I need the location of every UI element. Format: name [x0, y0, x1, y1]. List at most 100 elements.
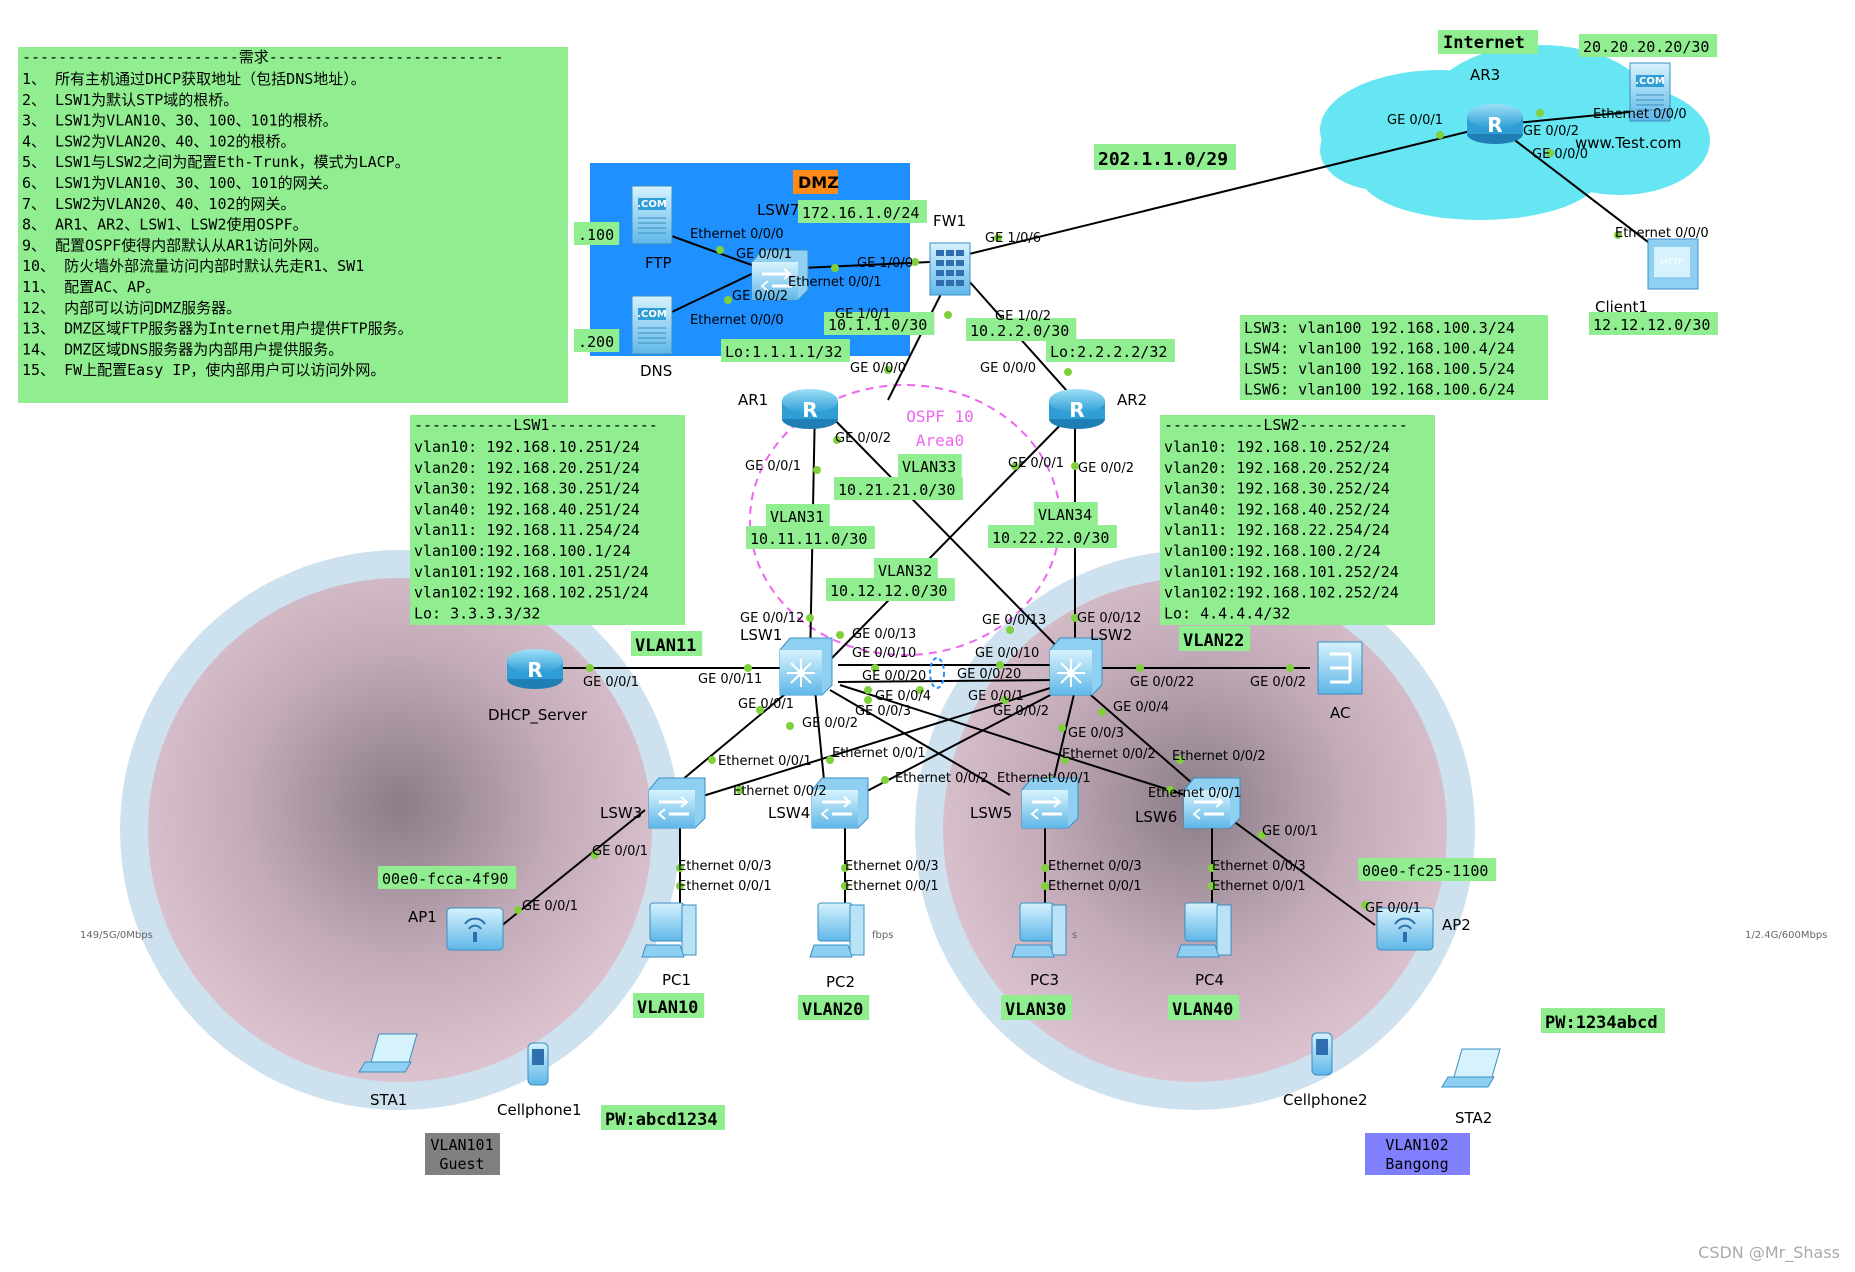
lsw5-switch[interactable]	[1021, 777, 1079, 829]
link-dot	[1071, 614, 1079, 622]
link-dot	[1436, 131, 1444, 139]
requirement-item: 7、 LSW2为VLAN20、40、102的网关。	[22, 195, 296, 213]
lsw2-info-line: vlan20: 192.168.20.252/24	[1164, 459, 1390, 477]
wan-subnet-label-bg	[1094, 144, 1236, 170]
link-dot	[864, 696, 872, 704]
dns-addr-label-bg	[574, 329, 620, 352]
lsw1-info-line: vlan11: 192.168.11.254/24	[414, 521, 640, 539]
link-dot	[1536, 109, 1544, 117]
lsw2-info-line: vlan10: 192.168.10.252/24	[1164, 438, 1390, 456]
fw1-label: FW1	[933, 212, 966, 230]
lsw7-switch[interactable]	[751, 249, 809, 301]
lsw1-info-line: vlan20: 192.168.20.251/24	[414, 459, 640, 477]
port-label-lsw6-eth002: Ethernet 0/0/2	[1172, 749, 1266, 764]
cellphone2[interactable]	[1311, 1032, 1333, 1076]
pc1[interactable]	[641, 902, 697, 958]
link-dot	[1071, 462, 1079, 470]
port-label-lsw1-ge0012: GE 0/0/12	[740, 611, 804, 626]
cellphone1[interactable]	[527, 1042, 549, 1086]
ap2-mac-label-bg	[1358, 858, 1497, 881]
link-dot	[736, 786, 744, 794]
vlan34-net-label: 10.22.22.0/30	[992, 529, 1109, 547]
vlan40-label-bg	[1168, 995, 1240, 1020]
sta2-laptop[interactable]	[1441, 1048, 1501, 1088]
www-server[interactable]: .COM	[1629, 62, 1671, 122]
vlan34-label: VLAN34	[1038, 506, 1092, 524]
link-dot	[836, 631, 844, 639]
lsw4-switch[interactable]	[811, 777, 869, 829]
link-dot	[826, 756, 834, 764]
pw1-label-bg	[601, 1105, 725, 1130]
port-label-lsw2-ge004: GE 0/0/4	[1113, 700, 1169, 715]
dhcp-server-router[interactable]: R	[507, 649, 563, 689]
link-dot	[1208, 882, 1216, 890]
requirement-item: 5、 LSW1与LSW2之间为配置Eth-Trunk，模式为LACP。	[22, 153, 410, 171]
link-dots	[514, 109, 1622, 914]
link-dot	[916, 686, 924, 694]
ftp-server[interactable]: .COM	[631, 185, 673, 245]
fw1-firewall[interactable]	[929, 242, 971, 296]
ap1-mac-label: 00e0-fcca-4f90	[382, 870, 508, 888]
port-label-ar2-ge000: GE 0/0/0	[980, 361, 1036, 376]
internet-subnet-label: 20.20.20.20/30	[1583, 38, 1709, 56]
lsw1-core-switch[interactable]	[779, 637, 833, 696]
link-dot	[1176, 756, 1184, 764]
port-label-ar1-ge001: GE 0/0/1	[745, 459, 801, 474]
vlan33-label-bg	[898, 454, 962, 477]
ar3-label: AR3	[1470, 66, 1500, 84]
pc4[interactable]	[1176, 902, 1232, 958]
port-label-ac-ge002: GE 0/0/2	[1250, 675, 1306, 690]
pc2[interactable]	[809, 902, 865, 958]
ac-controller[interactable]	[1317, 641, 1363, 695]
link-dot	[1361, 901, 1369, 909]
port-label-lsw3-ge001: GE 0/0/1	[592, 844, 648, 859]
link-dot	[944, 311, 952, 319]
port-label-ap2-ge001: GE 0/0/1	[1365, 901, 1421, 916]
lsw6-switch[interactable]	[1183, 777, 1241, 829]
vlan100-line: LSW3: vlan100 192.168.100.3/24	[1244, 319, 1515, 337]
ar3-router[interactable]: R	[1467, 104, 1523, 144]
lsw2-info-box: -----------LSW2------------ vlan10: 192.…	[1160, 415, 1435, 625]
pw2-label-bg	[1541, 1008, 1665, 1033]
bandwidth-left: 149/5G/0Mbps	[80, 930, 153, 941]
link-dot	[833, 436, 841, 444]
requirement-item: 13、 DMZ区域FTP服务器为Internet用户提供FTP服务。	[22, 320, 413, 338]
link-dot	[871, 664, 879, 672]
lsw2-info-line: Lo: 4.4.4.4/32	[1164, 604, 1290, 622]
port-label-lsw4-eth002: Ethernet 0/0/2	[895, 771, 989, 786]
bandwidth-right: 1/2.4G/600Mbps	[1745, 930, 1827, 941]
port-label-pc2-eth001: Ethernet 0/0/1	[845, 879, 939, 894]
ap1[interactable]	[446, 907, 504, 951]
port-label-lsw1-ge0020: GE 0/0/20	[862, 669, 926, 684]
ar1-loopback-label-bg	[721, 339, 850, 362]
dns-server[interactable]: .COM	[631, 295, 673, 355]
link-dot	[1286, 664, 1294, 672]
ftp-addr-label: .100	[578, 226, 614, 244]
vlan100-line: LSW5: vlan100 192.168.100.5/24	[1244, 360, 1515, 378]
ar1-router[interactable]: R	[782, 389, 838, 429]
link-dot	[1546, 149, 1554, 157]
client1-http[interactable]: HTTP	[1647, 238, 1699, 290]
lsw2-core-switch[interactable]	[1049, 637, 1103, 696]
vlan33-net-label-bg	[834, 477, 963, 500]
port-label-lsw5-eth003: Ethernet 0/0/3	[1048, 859, 1142, 874]
ar2-router[interactable]: R	[1049, 389, 1105, 429]
link-dot	[1041, 882, 1049, 890]
lsw2-info-line: vlan100:192.168.100.2/24	[1164, 542, 1381, 560]
requirement-item: 14、 DMZ区域DNS服务器为内部用户提供服务。	[22, 340, 343, 358]
requirements-box: ------------------------需求--------------…	[18, 47, 568, 403]
eth-trunk-marker	[929, 657, 945, 689]
lsw3-switch[interactable]	[648, 777, 706, 829]
fw-ar2-subnet-label-bg	[966, 318, 1077, 341]
vlan31-label: VLAN31	[770, 508, 824, 526]
pc3[interactable]	[1011, 902, 1067, 958]
ap1-mac-label-bg	[378, 866, 517, 889]
lsw6-label: LSW6	[1135, 808, 1177, 826]
link-dot	[864, 686, 872, 694]
port-label-lsw1-ge001: GE 0/0/1	[738, 697, 794, 712]
requirement-item: 4、 LSW2为VLAN20、40、102的根桥。	[22, 132, 296, 150]
com-glyph-icon: .COM	[637, 199, 667, 210]
port-label-lsw5-eth002: Ethernet 0/0/2	[1062, 747, 1156, 762]
sta1-laptop[interactable]	[358, 1033, 418, 1073]
ap2[interactable]	[1376, 907, 1434, 951]
